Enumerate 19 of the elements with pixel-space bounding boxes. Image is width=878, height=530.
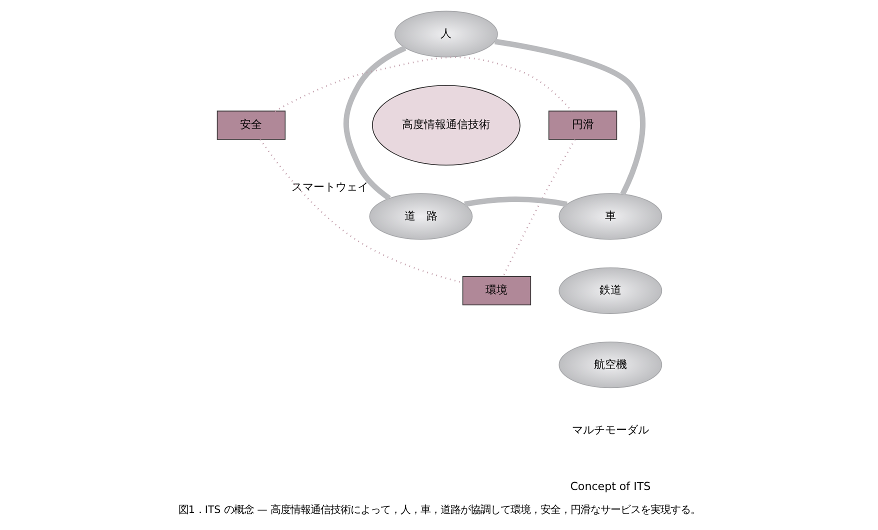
node-box: 環境 <box>462 276 531 306</box>
node-label: スマートウェイ <box>291 180 368 194</box>
label: Concept of ITS <box>570 480 650 494</box>
node-ellipse: 人 <box>394 10 498 58</box>
node-ellipse: 車 <box>558 193 662 240</box>
node-box: 円滑 <box>548 110 617 140</box>
connector <box>502 139 576 277</box>
node-box: 安全 <box>216 110 286 140</box>
connector <box>259 139 462 284</box>
node-ellipse: 道 路 <box>368 193 472 240</box>
connector <box>464 196 567 207</box>
caption: 図1．ITS の概念 — 高度情報通信技術によって，人，車，道路が協調して環境，安全，円滑なサービスを実現する。 <box>178 504 700 516</box>
connector <box>274 56 572 112</box>
connector <box>342 45 406 201</box>
node-ellipse: 航空機 <box>558 342 662 388</box>
node-ellipse: 鉄道 <box>558 267 662 314</box>
node-ellipse: 高度情報通信技術 <box>372 85 520 166</box>
connector <box>494 38 645 196</box>
label: マルチモーダル <box>571 423 648 436</box>
